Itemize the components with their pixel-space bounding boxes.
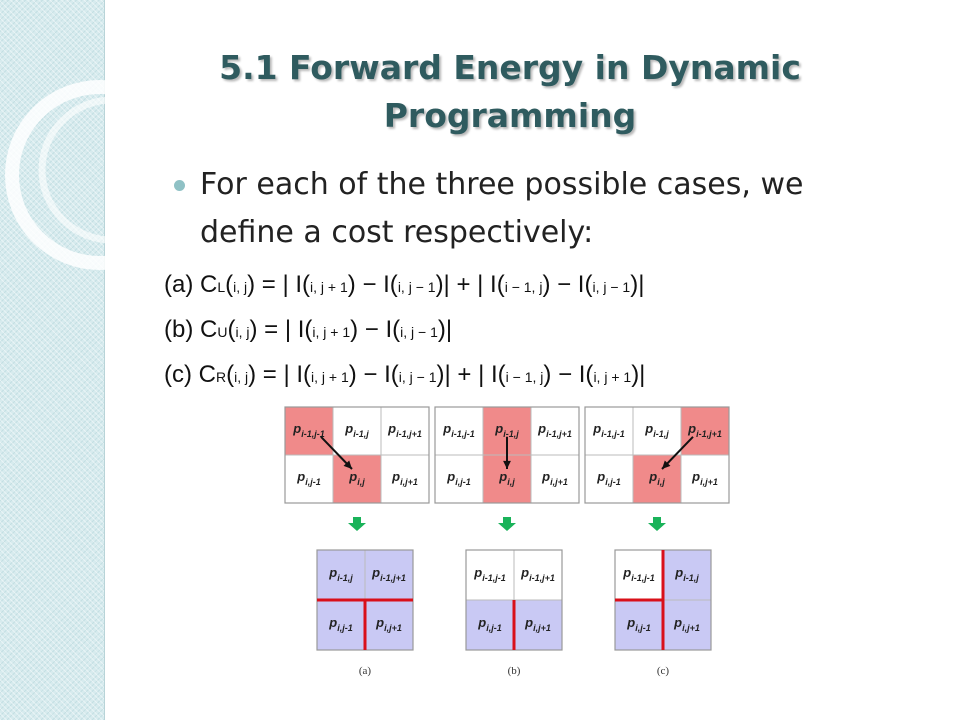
bullet-text: For each of the three possible cases, we… <box>200 161 920 257</box>
pixel-cell <box>316 549 366 601</box>
formula-subscript: i − 1, j <box>505 369 544 385</box>
formula-case-b: (b) CU(i, j) = | I(i, j + 1) − I(i, j − … <box>164 315 924 347</box>
bullet-line-1: For each of the three possible cases, we <box>200 167 804 202</box>
formula-text: )| + | I( <box>436 361 506 388</box>
formula-text: ) − I( <box>350 316 401 343</box>
slide-title-line-1: 5.1 Forward Energy in Dynamic <box>219 48 801 87</box>
down-arrow-icon <box>348 517 366 531</box>
formula-text: (b) C <box>164 316 218 343</box>
formula-subscript: i, j − 1 <box>592 279 631 295</box>
pixel-cell <box>614 549 664 601</box>
formula-subscript: i, j + 1 <box>311 369 349 385</box>
subfigure-label: (c) <box>657 665 670 677</box>
subfigure-label: (b) <box>508 665 521 677</box>
formula-subscript: i, j − 1 <box>397 279 436 295</box>
bullet-icon <box>174 180 185 191</box>
subfigure-label: (a) <box>359 665 372 677</box>
arrowhead-icon <box>343 460 352 469</box>
formula-subscript: L <box>217 279 226 295</box>
formula-subscript: i, j + 1 <box>593 369 632 385</box>
formula-text: ( <box>226 361 235 388</box>
formula-case-a: (a) CL(i, j) = | I(i, j + 1) − I(i, j − … <box>164 270 924 302</box>
formula-text: ) = | I( <box>247 271 311 298</box>
arrowhead-icon <box>503 460 511 469</box>
down-arrow-icon <box>648 517 666 531</box>
formula-text: ) − I( <box>348 361 399 388</box>
formula-text: ) = | I( <box>248 361 312 388</box>
decorative-side-band <box>0 0 105 720</box>
formula-subscript: U <box>217 324 228 340</box>
formula-subscript: i, j + 1 <box>312 324 351 340</box>
pixel-cell <box>530 406 580 456</box>
pixel-cell <box>513 599 563 651</box>
formula-case-c: (c) CR(i, j) = | I(i, j + 1) − I(i, j − … <box>164 360 924 392</box>
pixel-cell <box>662 599 712 651</box>
formula-text: ) − I( <box>347 271 398 298</box>
grid-border <box>284 406 430 504</box>
pixel-cell <box>434 454 484 504</box>
formula-text: ) = | I( <box>249 316 313 343</box>
decorative-swirl <box>5 80 140 270</box>
formula-subscript: i, j <box>235 324 250 340</box>
formula-text: )| + | I( <box>435 271 505 298</box>
formula-text: )| <box>437 316 453 343</box>
grid-border <box>584 406 730 504</box>
formula-subscript: i, j − 1 <box>398 369 437 385</box>
formula-text: )| <box>631 361 646 388</box>
slide-title-line-2: Programming <box>383 96 637 135</box>
formula-text: ) − I( <box>543 361 594 388</box>
pixel-cell <box>380 454 430 504</box>
formula-text: ( <box>227 316 236 343</box>
formula-text: )| <box>630 271 645 298</box>
bullet-line-2: define a cost respectively: <box>200 215 594 250</box>
formula-subscript: i − 1, j <box>504 279 543 295</box>
formula-text: (c) C <box>164 361 216 388</box>
pixel-cell <box>680 406 730 456</box>
grid-border <box>434 406 580 504</box>
formula-text: (a) C <box>164 271 218 298</box>
down-arrow-icon <box>498 517 516 531</box>
formula-subscript: i, j − 1 <box>400 324 438 340</box>
formula-subscript: i, j <box>234 369 249 385</box>
formula-text: ) − I( <box>542 271 593 298</box>
formula-subscript: R <box>215 369 227 385</box>
formula-text: ( <box>225 271 234 298</box>
slide-title: 5.1 Forward Energy in Dynamic Programmin… <box>190 44 830 140</box>
pixel-cell <box>680 454 730 504</box>
formula-subscript: i, j + 1 <box>310 279 348 295</box>
formula-subscript: i, j <box>233 279 248 295</box>
pixel-cell <box>465 599 515 651</box>
arrowhead-icon <box>662 460 671 469</box>
